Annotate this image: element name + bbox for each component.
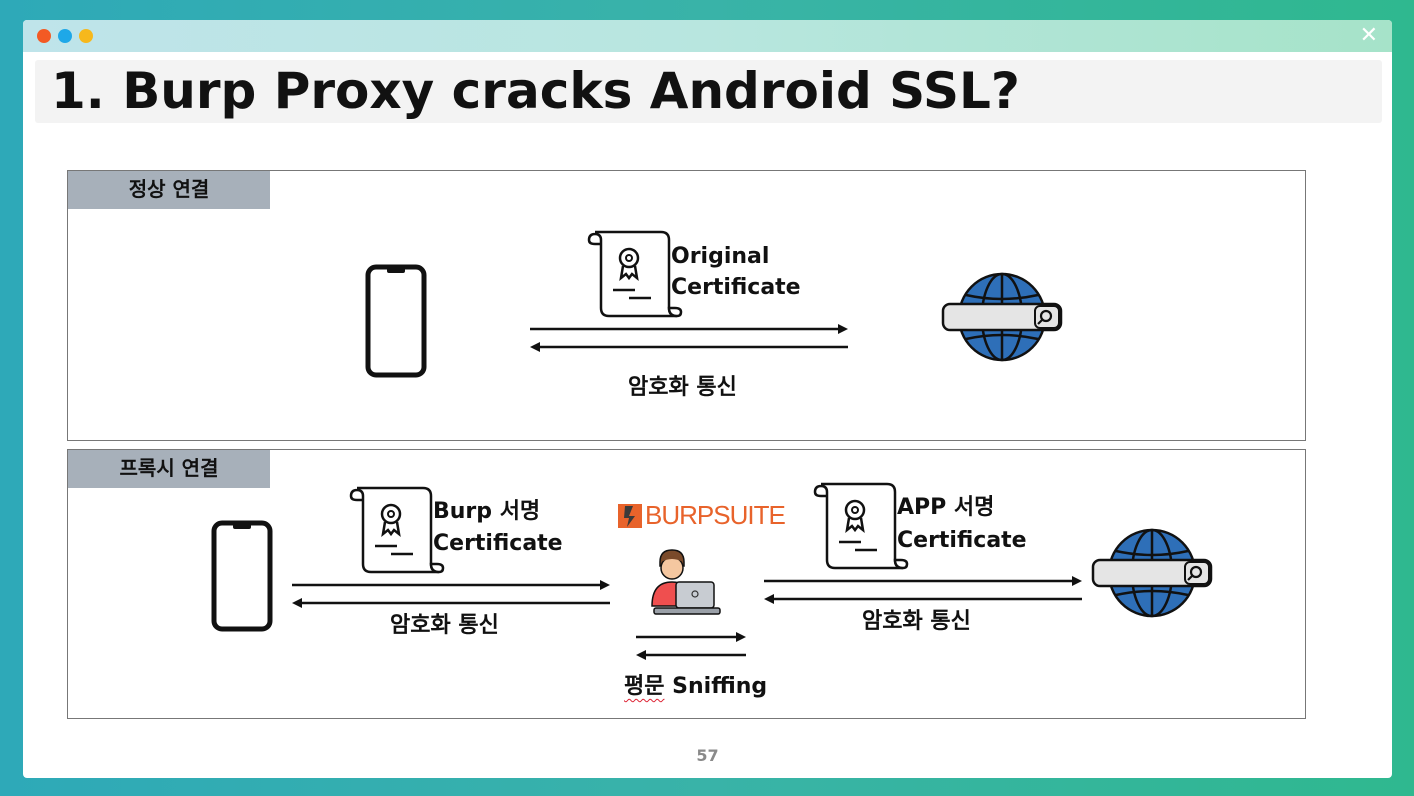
- app-certificate-icon: [813, 482, 909, 570]
- globe-search-icon: [941, 272, 1063, 362]
- smartphone-icon: [211, 520, 273, 632]
- app-cert-label-line1: APP 서명: [897, 495, 995, 520]
- burpsuite-logo-icon: [618, 504, 642, 528]
- globe-search-icon: [1091, 528, 1213, 618]
- bidirectional-arrows: [530, 324, 848, 352]
- proxy-connection-panel: 프록시 연결 Burp 서명 Certificate 암호화 통신: [67, 449, 1306, 719]
- encrypted-channel-label: 암호화 통신: [628, 375, 737, 400]
- page-title: 1. Burp Proxy cracks Android SSL?: [51, 62, 1020, 120]
- close-dot-icon[interactable]: [37, 29, 51, 43]
- burpsuite-logo-text: BURPSUITE: [645, 500, 786, 530]
- window-titlebar: ✕: [23, 20, 1392, 52]
- app-cert-label-line2: Certificate: [897, 528, 1027, 553]
- certificate-icon: [587, 230, 683, 318]
- left-bidirectional-arrows: [292, 580, 610, 608]
- plaintext-sniffing-label: 평문 Sniffing: [624, 671, 767, 703]
- cert-label-line1: Original: [671, 244, 770, 269]
- zoom-dot-icon[interactable]: [79, 29, 93, 43]
- title-band: 1. Burp Proxy cracks Android SSL?: [35, 60, 1382, 123]
- burp-certificate-icon: [349, 486, 445, 574]
- page-number: 57: [696, 746, 719, 765]
- cert-label-line2: Certificate: [671, 275, 801, 300]
- close-icon[interactable]: ✕: [1359, 23, 1378, 48]
- smartphone-icon: [365, 264, 427, 378]
- right-bidirectional-arrows: [764, 576, 1082, 604]
- minimize-dot-icon[interactable]: [58, 29, 72, 43]
- normal-connection-tab: 정상 연결: [68, 171, 270, 209]
- burp-cert-label-line1: Burp 서명: [433, 499, 541, 524]
- plaintext-word: 평문: [624, 674, 665, 699]
- sniff-arrows: [636, 632, 746, 660]
- normal-connection-panel: 정상 연결 Original Certificate 암호화 통신: [67, 170, 1306, 441]
- left-encrypted-channel-label: 암호화 통신: [390, 613, 499, 638]
- slide-window: ✕ 1. Burp Proxy cracks Android SSL? 정상 연…: [23, 20, 1392, 778]
- right-encrypted-channel-label: 암호화 통신: [862, 609, 971, 634]
- sniffing-word: Sniffing: [672, 674, 768, 699]
- attacker-person-icon: [651, 549, 721, 615]
- proxy-connection-tab: 프록시 연결: [68, 450, 270, 488]
- burp-cert-label-line2: Certificate: [433, 531, 563, 556]
